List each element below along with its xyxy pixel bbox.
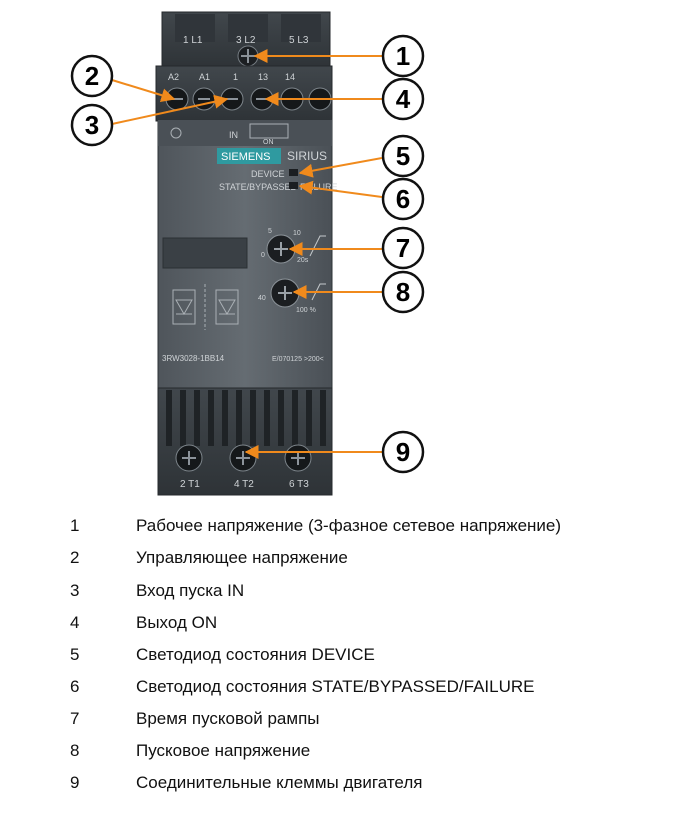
voltage-tick-100: 100 % (296, 307, 316, 314)
callout-arrows (111, 49, 383, 459)
svg-text:7: 7 (396, 233, 410, 263)
motor-terminal-t2: 4 T2 (234, 479, 254, 490)
serial-label: E/070125 >200< (272, 356, 324, 363)
terminal-label-l1: 1 L1 (183, 35, 203, 46)
legend-item: 2 Управляющее напряжение (0, 544, 677, 572)
voltage-tick-40: 40 (258, 295, 266, 302)
siemens-badge (217, 148, 281, 164)
legend-text: Светодиод состояния DEVICE (136, 645, 375, 664)
legend-number: 8 (70, 741, 80, 760)
ramp-tick-5: 5 (268, 228, 272, 235)
control-terminal-label-13: 13 (258, 72, 268, 82)
ramp-tick-20s: 20s (297, 257, 309, 264)
svg-text:2: 2 (85, 61, 99, 91)
motor-terminal-t3: 6 T3 (289, 479, 309, 490)
callout-3: 3 (70, 103, 114, 147)
legend-item: 5 Светодиод состояния DEVICE (0, 641, 677, 669)
svg-text:6: 6 (396, 184, 410, 214)
control-terminal-label-a2: A2 (168, 72, 179, 82)
legend-item: 9 Соединительные клеммы двигателя (0, 769, 677, 797)
led-failure-label: FAILURE (300, 182, 338, 192)
callout-4: 4 (381, 77, 425, 121)
supply-label: IN (229, 130, 238, 140)
led-device (289, 169, 298, 176)
legend-number: 7 (70, 709, 80, 728)
legend-item: 1 Рабочее напряжение (3-фазное сетевое н… (0, 512, 677, 540)
callout-8: 8 (381, 270, 425, 314)
svg-text:9: 9 (396, 437, 410, 467)
ramp-tick-0: 0 (261, 252, 265, 259)
legend-item: 6 Светодиод состояния STATE/BYPASSED/FAI… (0, 673, 677, 701)
callout-2: 2 (70, 54, 114, 98)
top-terminal-block: 1 L1 3 L2 5 L3 (161, 11, 331, 69)
svg-text:8: 8 (396, 277, 410, 307)
callout-6: 6 (381, 177, 425, 221)
legend-text: Светодиод состояния STATE/BYPASSED/FAILU… (136, 677, 535, 696)
led-device-label: DEVICE (251, 169, 285, 179)
soft-starter-diagram: 1 L1 3 L2 5 L3 A2 A1 1 13 14 IN O (70, 11, 425, 496)
terminal-label-l3: 5 L3 (289, 35, 309, 46)
legend-number: 6 (70, 677, 80, 696)
legend-text: Выход ON (136, 613, 218, 632)
motor-terminal-t1: 2 T1 (180, 479, 200, 490)
legend-number: 2 (70, 548, 80, 567)
callout-5: 5 (381, 134, 425, 178)
legend-item: 3 Вход пуска IN (0, 577, 677, 605)
arrow-3 (111, 94, 229, 125)
legend-item: 7 Время пусковой рампы (0, 705, 677, 733)
control-terminal-label-1: 1 (233, 72, 238, 82)
svg-text:1: 1 (396, 41, 410, 71)
legend-number: 4 (70, 613, 80, 632)
callout-7: 7 (381, 226, 425, 270)
ramp-time-dial[interactable]: 0 5 10 20s (261, 228, 309, 264)
series-label: SIRIUS (287, 149, 327, 163)
led-state (289, 182, 298, 189)
control-terminal-strip: A2 A1 1 13 14 (155, 65, 333, 122)
control-terminal-label-14: 14 (285, 72, 295, 82)
voltage-symbol (311, 283, 326, 301)
legend-number: 9 (70, 773, 80, 792)
legend-number: 1 (70, 516, 80, 535)
part-number: 3RW3028-1BB14 (162, 354, 225, 363)
svg-text:3: 3 (85, 110, 99, 140)
bottom-terminal-block: 2 T1 4 T2 6 T3 (157, 387, 333, 496)
callouts: 1 2 3 4 5 6 7 8 9 (70, 34, 425, 474)
arrow-5 (298, 157, 383, 178)
legend-text: Время пусковой рампы (136, 709, 320, 728)
svg-text:5: 5 (396, 141, 410, 171)
device-housing: IN ON SIEMENS SIRIUS DEVICE STATE/BYPASS… (157, 119, 338, 391)
legend-text: Пусковое напряжение (136, 741, 311, 760)
legend-number: 3 (70, 581, 80, 600)
legend-item: 4 Выход ON (0, 609, 677, 637)
arrow-2 (111, 79, 176, 103)
label-window (162, 237, 248, 269)
thyristor-symbol (172, 284, 239, 330)
ramp-tick-10: 10 (293, 230, 301, 237)
legend-text: Управляющее напряжение (136, 548, 348, 567)
led-state-label: STATE/BYPASSED (219, 182, 298, 192)
legend-text: Соединительные клеммы двигателя (136, 773, 423, 792)
terminal-label-l2: 3 L2 (236, 35, 256, 46)
arrow-6 (298, 180, 383, 198)
legend-number: 5 (70, 645, 80, 664)
output-on-label: ON (263, 139, 274, 146)
control-terminal-label-a1: A1 (199, 72, 210, 82)
legend-text: Вход пуска IN (136, 581, 245, 600)
brand-label: SIEMENS (221, 151, 271, 163)
callout-9: 9 (381, 430, 425, 474)
svg-text:4: 4 (396, 84, 411, 114)
legend-item: 8 Пусковое напряжение (0, 737, 677, 765)
callout-1: 1 (381, 34, 425, 78)
legend-text: Рабочее напряжение (3-фазное сетевое нап… (136, 516, 562, 535)
